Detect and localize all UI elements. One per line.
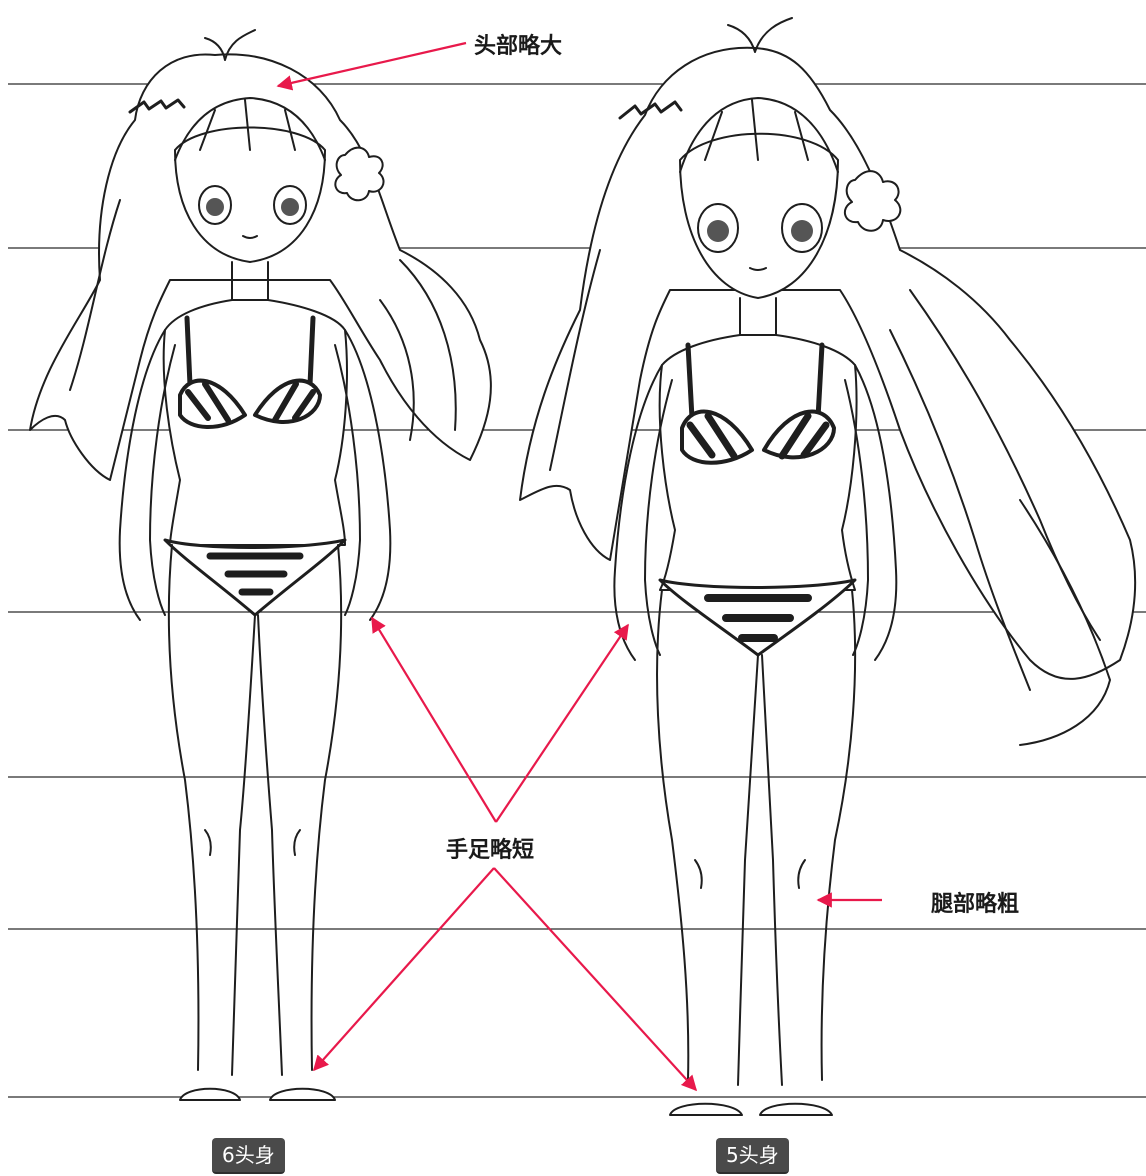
leg-right [761, 589, 857, 1086]
bikini-top [680, 409, 836, 465]
arm-left [118, 329, 176, 621]
figure-6-heads [29, 29, 492, 1101]
leg-right [257, 544, 343, 1076]
arm-right [844, 364, 898, 661]
hair-strand [69, 199, 121, 391]
neck [739, 297, 777, 336]
bikini-strap [184, 315, 316, 388]
hair-strand [399, 259, 457, 431]
knee-marks [694, 859, 806, 889]
annotation-head-bigger: 头部略大 [474, 34, 563, 59]
bangs [174, 97, 326, 161]
bikini-top-stripes [185, 381, 316, 423]
hair-strand [549, 249, 601, 471]
mouth [749, 267, 767, 271]
pupil-left [707, 220, 729, 242]
feet [179, 1087, 336, 1101]
face [679, 132, 839, 299]
pupil-left [206, 198, 224, 216]
leg-left [656, 589, 759, 1086]
hair-clip [128, 98, 186, 114]
annotation-limbs-shorter: 手足略短 [446, 838, 535, 863]
arrow-limbs-left-foot [312, 867, 495, 1072]
arrow-head-bigger [276, 41, 467, 91]
ahoge [727, 17, 793, 53]
knee-marks [204, 829, 301, 856]
bikini-bottom-stripes [704, 594, 812, 642]
hair-clip [618, 100, 683, 120]
annotation-arrows [276, 41, 882, 1092]
hair-strand [379, 299, 415, 441]
face [174, 126, 326, 263]
figure-label-5-heads: 5头身 [716, 1138, 789, 1174]
hair [519, 46, 1137, 680]
ahoge [204, 29, 256, 61]
leg-left [167, 544, 256, 1076]
hair-scrunchie [843, 170, 902, 232]
arrow-limbs-left-hand [371, 616, 497, 823]
feet [669, 1102, 833, 1116]
hair-scrunchie [334, 146, 385, 202]
hair [29, 53, 492, 481]
bikini-bottom-stripes [206, 552, 304, 596]
figure-5-heads [519, 17, 1137, 1116]
bikini-top [178, 378, 322, 429]
bikini-strap [685, 342, 825, 421]
pupil-right [791, 220, 813, 242]
arrow-limbs-right-foot [493, 867, 698, 1092]
mouth [242, 235, 258, 239]
figure-label-6-heads: 6头身 [212, 1138, 285, 1174]
hair-strand [889, 329, 1031, 691]
arm-right [334, 329, 392, 621]
neck [231, 261, 269, 301]
arrow-limbs-right-hand [495, 623, 629, 823]
hair-strand [1019, 499, 1111, 746]
bangs [679, 97, 839, 173]
bikini-top-stripes [686, 412, 830, 460]
annotation-legs-thicker: 腿部略粗 [931, 892, 1020, 917]
pupil-right [281, 198, 299, 216]
